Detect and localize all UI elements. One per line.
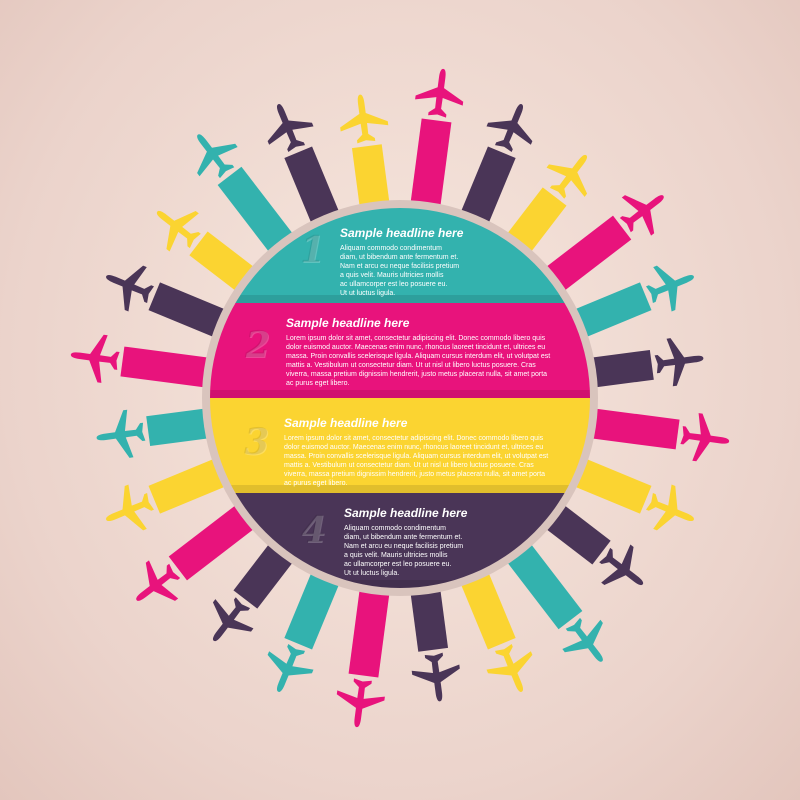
band-number-3: 3 <box>244 421 270 463</box>
band-4-headline: Sample headline here <box>344 506 468 520</box>
band-1-shade <box>210 295 590 303</box>
airplane-icon <box>619 195 664 236</box>
airplane-icon <box>336 678 385 728</box>
airplane-icon <box>415 68 464 118</box>
band-3-shade <box>210 485 590 493</box>
band-number-1: 1 <box>300 229 326 271</box>
band-4-text: Sample headline here Aliquam commodo con… <box>344 506 534 578</box>
airplane-icon <box>70 334 120 383</box>
airplane-icon <box>646 484 694 531</box>
airplane-icon <box>106 484 154 531</box>
band-2-text: Sample headline here Lorem ipsum dolor s… <box>286 316 586 388</box>
airplane-icon <box>562 617 603 662</box>
airplane-icon <box>486 104 533 152</box>
band-1-body: Aliquam commodo condimentum diam, ut bib… <box>340 245 460 297</box>
band-3-text: Sample headline here Lorem ipsum dolor s… <box>284 416 584 488</box>
airplane-icon <box>646 265 694 312</box>
band-3-headline: Sample headline here <box>284 416 408 430</box>
airplane-icon <box>96 409 146 458</box>
band-3-body: Lorem ipsum dolor sit amet, consectetur … <box>284 435 549 487</box>
band-2-body: Lorem ipsum dolor sit amet, consectetur … <box>286 335 551 387</box>
airplane-icon <box>340 94 389 144</box>
airplane-icon <box>106 265 154 312</box>
band-number-4: 4 <box>301 509 327 551</box>
band-3 <box>210 398 590 494</box>
airplane-icon <box>136 560 181 601</box>
band-2-shade <box>210 390 590 398</box>
airplane-icon <box>267 104 314 152</box>
band-2-headline: Sample headline here <box>286 316 410 330</box>
airplane-icon <box>411 652 460 702</box>
airplane-icon <box>546 154 588 199</box>
airplane-icon <box>212 597 254 642</box>
band-1-text: Sample headline here Aliquam commodo con… <box>340 226 530 298</box>
airplane-icon <box>156 210 201 252</box>
airplane-icon <box>654 338 704 387</box>
band-number-2: 2 <box>245 324 271 366</box>
airplane-icon <box>599 544 644 586</box>
airplane-icon <box>267 644 314 692</box>
airplane-icon <box>680 413 730 462</box>
airplane-icon <box>197 134 238 179</box>
band-4-shade <box>210 580 590 588</box>
airplane-icon <box>486 644 533 692</box>
band-4-body: Aliquam commodo condimentum diam, ut bib… <box>344 525 464 577</box>
band-2 <box>210 303 590 399</box>
band-1-headline: Sample headline here <box>340 226 464 240</box>
